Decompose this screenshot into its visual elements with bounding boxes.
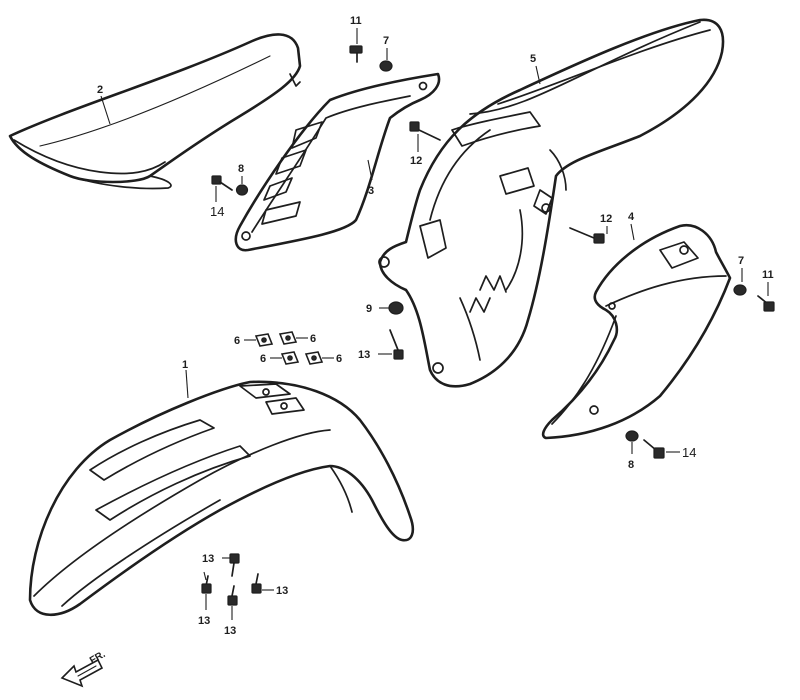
bolt-14-left [211,175,233,202]
collar-8-right [625,430,639,454]
clip-nut-6-b [278,331,308,345]
callout-13-front-a: 13 [202,553,214,565]
callout-13-mid: 13 [358,349,370,361]
rear-fender [378,18,725,388]
callout-6-a: 6 [234,335,240,347]
bolt-14-right [643,439,680,459]
callout-seat: 2 [97,84,103,96]
callout-6-d: 6 [336,353,342,365]
callout-6-b: 6 [310,333,316,345]
collar-9 [379,301,404,315]
bolt-13-front-c [251,573,274,594]
callout-14-left: 14 [210,204,224,219]
bolt-13-front-b [201,571,212,610]
callout-front-fender: 1 [182,359,188,371]
bolt-13-mid [378,329,404,360]
callout-14-right: 14 [682,445,696,460]
callout-6-c: 6 [260,353,266,365]
clip-nut-6-d [304,351,334,365]
callout-13-front-d: 13 [224,625,236,637]
callout-8-right: 8 [628,459,634,471]
callout-side-cover-left: 3 [368,185,374,197]
callout-11-right: 11 [762,269,774,281]
side-cover-right [541,223,732,440]
callout-side-cover-right: 4 [628,211,635,223]
bolt-13-front-d [227,585,238,620]
collar-8-left [235,176,249,196]
bolt-11-top [349,28,363,63]
callout-12-right: 12 [600,213,612,225]
callout-11-top: 11 [350,15,362,27]
collar-7-right [733,268,747,296]
callout-13-front-b: 13 [198,615,210,627]
front-direction-arrow: FR. [60,649,108,688]
callout-7-right: 7 [738,255,744,267]
callout-9: 9 [366,303,372,315]
clip-nut-6-a [244,333,274,347]
callout-8-left: 8 [238,163,244,175]
callout-rear-fender: 5 [530,53,536,65]
callout-7-top: 7 [383,35,389,47]
bolt-12-upper [409,121,441,152]
direction-label: FR. [88,649,108,667]
callout-13-front-c: 13 [276,585,288,597]
bolt-13-front-a [222,553,240,577]
bolt-11-right [757,282,775,312]
callout-12-upper: 12 [410,155,422,167]
seat [8,33,302,190]
bolt-12-right [569,226,608,244]
clip-nut-6-c [270,351,300,365]
collar-7-top [379,48,393,72]
front-fender [28,380,415,616]
side-cover-left [234,72,441,252]
